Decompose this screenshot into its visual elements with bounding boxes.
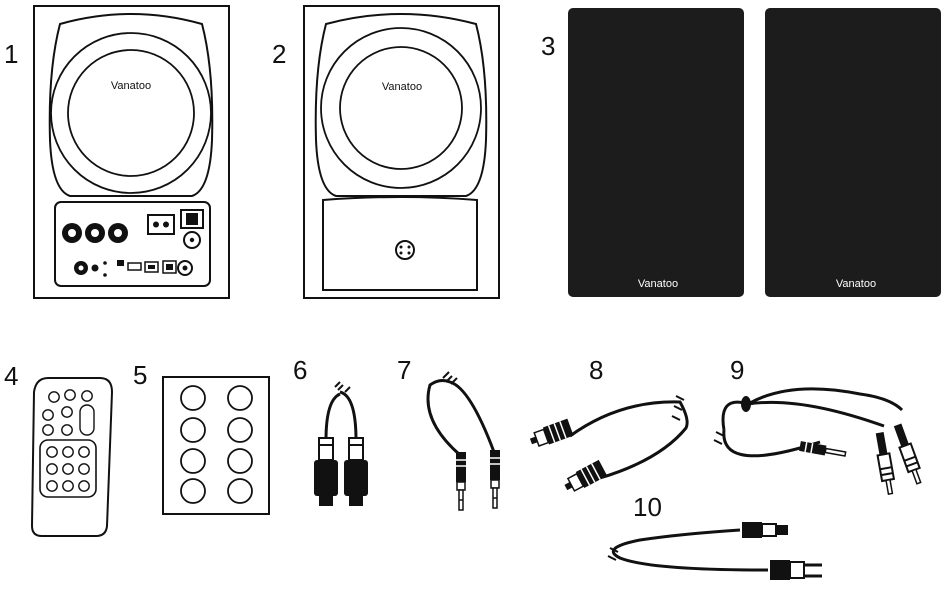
item-number-7: 7 [397, 355, 411, 385]
passive-speaker: Vanatoo [303, 5, 500, 299]
rca-cable [713, 387, 926, 496]
item-number-3: 3 [541, 31, 555, 61]
speaker-logo-1: Vanatoo [111, 80, 151, 92]
item-number-5: 5 [133, 360, 147, 390]
item-number-10: 10 [633, 492, 662, 522]
item-number-8: 8 [589, 355, 603, 385]
item-number-1: 1 [4, 39, 18, 69]
item-number-4: 4 [4, 361, 18, 391]
knobs [62, 223, 128, 243]
rubber-feet-sheet [162, 376, 270, 515]
speaker-cable [314, 381, 368, 506]
speaker-logo-2: Vanatoo [382, 81, 422, 93]
grille-logo-2: Vanatoo [836, 278, 876, 290]
grilles: Vanatoo Vanatoo [568, 8, 941, 297]
active-speaker: Vanatoo [33, 5, 230, 299]
item-number-9: 9 [730, 355, 744, 385]
optical-cable [527, 395, 689, 497]
grille-logo-1: Vanatoo [638, 278, 678, 290]
item-number-6: 6 [293, 355, 307, 385]
item-number-2: 2 [272, 39, 286, 69]
power-cord [607, 522, 822, 580]
aux-cable [426, 371, 501, 511]
remote-control [30, 377, 114, 537]
